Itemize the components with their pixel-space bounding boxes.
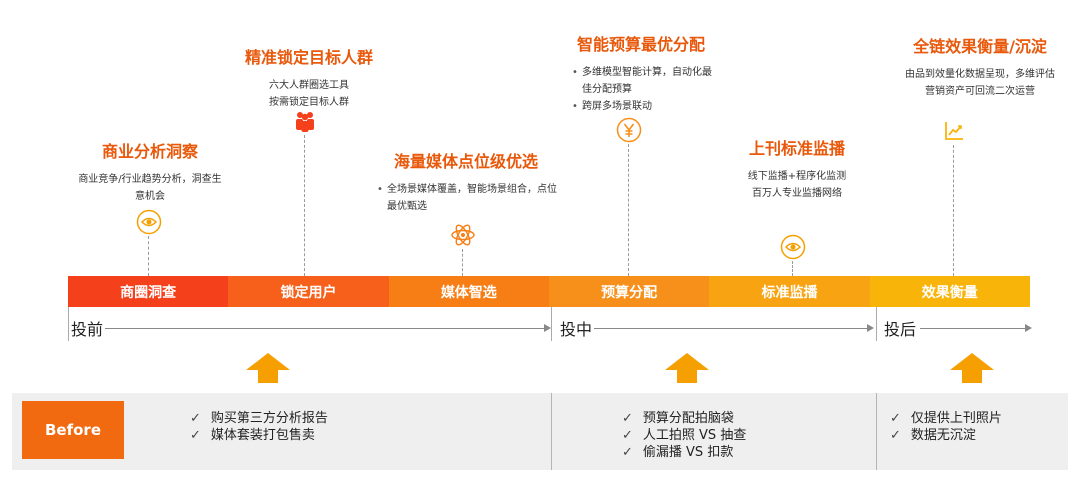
panel-divider xyxy=(551,393,552,470)
phase-arrow-line xyxy=(105,328,545,329)
eye-icon xyxy=(780,234,806,260)
stage-desc: 线下监播+程序化监测 百万人专业监播网络 xyxy=(712,168,882,202)
check-item: 人工拍照 VS 抽查 xyxy=(622,427,746,444)
up-arrow-icon xyxy=(950,353,994,383)
desc-line: 六大人群圈选工具 xyxy=(269,80,349,91)
check-item: 仅提供上刊照片 xyxy=(890,410,1002,427)
people-icon xyxy=(292,108,318,134)
stage-monitoring: 上刊标准监播 线下监播+程序化监测 百万人专业监播网络 xyxy=(712,135,882,202)
connector-line xyxy=(148,236,149,276)
stage-desc: 六大人群圈选工具 按需锁定目标人群 xyxy=(225,77,393,111)
stage-desc: 由品到效量化数据呈现，多维评估 营销资产可回流二次运营 xyxy=(888,66,1072,100)
bar-segment-lock-users: 锁定用户 xyxy=(228,276,389,307)
check-item: 偷漏播 VS 扣款 xyxy=(622,444,746,461)
check-item: 数据无沉淀 xyxy=(890,427,1002,444)
stage-title: 上刊标准监播 xyxy=(748,139,845,158)
process-bar: 商圈洞查 锁定用户 媒体智选 预算分配 标准监播 效果衡量 xyxy=(68,276,1030,307)
phase-divider xyxy=(876,307,877,341)
desc-line: 由品到效量化数据呈现，多维评估 xyxy=(905,69,1055,80)
yen-icon xyxy=(616,117,642,143)
check-item: 预算分配拍脑袋 xyxy=(622,410,746,427)
stage-title: 海量媒体点位级优选 xyxy=(393,152,538,171)
desc-line: 意机会 xyxy=(135,191,165,202)
phase-label-post: 投后 xyxy=(884,320,917,339)
before-badge: Before xyxy=(22,401,124,459)
phase-divider xyxy=(68,307,69,341)
chart-icon xyxy=(941,118,967,144)
desc-line: 商业竞争/行业趋势分析，洞查生 xyxy=(78,174,222,185)
stage-desc: 商业竞争/行业趋势分析，洞查生 意机会 xyxy=(66,171,234,205)
phase-divider xyxy=(551,307,552,341)
bullet-item: 跨屏多场景联动 xyxy=(570,98,712,115)
stage-title: 全链效果衡量/沉淀 xyxy=(913,37,1047,56)
desc-line: 线下监播+程序化监测 xyxy=(747,171,847,182)
connector-line xyxy=(792,261,793,276)
bar-segment-budget: 预算分配 xyxy=(548,276,710,307)
stage-target-audience: 精准锁定目标人群 六大人群圈选工具 按需锁定目标人群 xyxy=(225,44,393,111)
phase-arrowhead xyxy=(1025,324,1032,332)
phase-arrow-line xyxy=(920,328,1026,329)
stage-title: 精准锁定目标人群 xyxy=(244,48,373,67)
phase-label-pre: 投前 xyxy=(71,320,104,339)
phase-arrowhead xyxy=(544,324,551,332)
check-item: 媒体套装打包售卖 xyxy=(190,427,328,444)
atom-icon xyxy=(450,222,476,248)
desc-line: 百万人专业监播网络 xyxy=(752,188,842,199)
check-item: 购买第三方分析报告 xyxy=(190,410,328,427)
bar-segment-monitoring: 标准监播 xyxy=(709,276,870,307)
phase-arrowhead xyxy=(867,324,874,332)
phase-label-mid: 投中 xyxy=(560,320,593,339)
before-list-post: 仅提供上刊照片 数据无沉淀 xyxy=(890,410,1002,444)
before-list-pre: 购买第三方分析报告 媒体套装打包售卖 xyxy=(190,410,328,444)
phase-arrow-line xyxy=(594,328,868,329)
stage-title: 商业分析洞察 xyxy=(101,142,198,161)
up-arrow-icon xyxy=(246,353,290,383)
stage-title: 智能预算最优分配 xyxy=(576,35,705,54)
connector-line xyxy=(462,249,463,276)
connector-line xyxy=(953,145,954,276)
panel-divider xyxy=(876,393,877,470)
before-list-mid: 预算分配拍脑袋 人工拍照 VS 抽查 偷漏播 VS 扣款 xyxy=(622,410,746,461)
stage-business-insight: 商业分析洞察 商业竞争/行业趋势分析，洞查生 意机会 xyxy=(66,138,234,205)
up-arrow-icon xyxy=(665,353,709,383)
connector-line xyxy=(628,144,629,276)
bar-segment-district-insight: 商圈洞查 xyxy=(68,276,229,307)
bar-segment-effect: 效果衡量 xyxy=(869,276,1030,307)
desc-line: 按需锁定目标人群 xyxy=(269,97,349,108)
bar-segment-media-select: 媒体智选 xyxy=(388,276,549,307)
eye-icon xyxy=(136,209,162,235)
stage-effect-measurement: 全链效果衡量/沉淀 由品到效量化数据呈现，多维评估 营销资产可回流二次运营 xyxy=(888,33,1072,100)
connector-line xyxy=(304,135,305,276)
desc-line: 营销资产可回流二次运营 xyxy=(925,86,1035,97)
